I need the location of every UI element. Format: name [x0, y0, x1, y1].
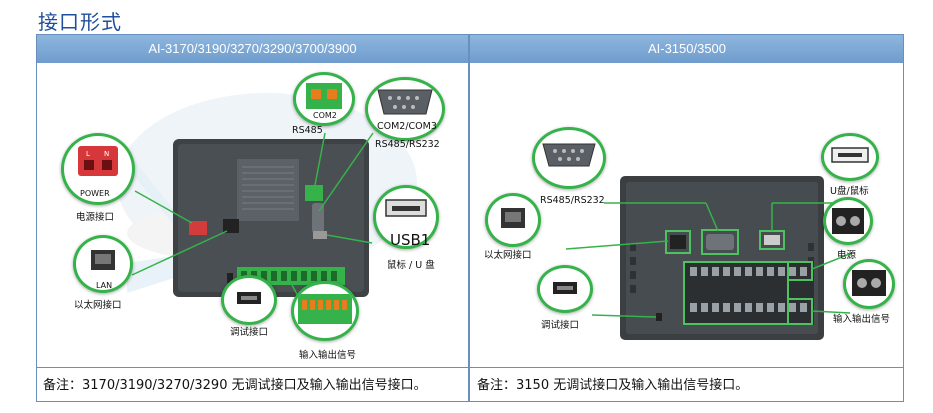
lan-small-label: LAN — [96, 281, 113, 290]
com2-bubble — [293, 72, 355, 126]
terminal-connector-icon — [306, 83, 342, 109]
db9-port-right — [706, 234, 734, 250]
power-bubble: L N — [61, 133, 135, 205]
io-signal-label-right: 输入输出信号 — [833, 314, 891, 325]
note-divider — [37, 367, 903, 368]
usb-port-icon — [385, 199, 427, 217]
debug-label-right: 调试接口 — [541, 320, 580, 331]
right-device-illustration — [565, 176, 853, 340]
usb-port — [313, 231, 327, 239]
page-title: 接口形式 — [38, 10, 122, 34]
lan-port-right — [670, 235, 686, 249]
usb-port-right — [764, 235, 780, 245]
rs-bubble-right — [532, 127, 606, 189]
db9-serial-icon — [377, 89, 433, 115]
column-divider — [468, 35, 470, 401]
power-label-right: 电源 — [837, 250, 857, 261]
io-signal-label: 输入输出信号 — [299, 350, 357, 361]
ethernet-interface-label: 以太网接口 — [74, 300, 122, 311]
interface-table: AI-3170/3190/3270/3290/3700/3900 AI-3150… — [36, 34, 904, 402]
usb-port-icon — [831, 147, 869, 163]
com2-com3-label: COM2/COM3 — [377, 121, 437, 132]
power-interface-label: 电源接口 — [76, 212, 115, 223]
debug-interface-label: 调试接口 — [230, 327, 269, 338]
rs485-rs232-label-right: RS485/RS232 — [540, 195, 605, 206]
power-port — [189, 221, 207, 235]
mouse-udisk-label: 鼠标 / U 盘 — [387, 260, 435, 271]
header-bar — [37, 35, 903, 63]
left-device-illustration — [117, 93, 417, 312]
ethernet-label-right: 以太网接口 — [484, 250, 532, 261]
lan-highlight — [665, 230, 691, 254]
debug-bubble — [221, 275, 277, 325]
mini-usb-icon — [237, 292, 261, 304]
power-bubble-right — [823, 197, 873, 245]
right-note: 备注：3150 无调试接口及输入输出信号接口。 — [477, 378, 749, 393]
svg-text:N: N — [104, 150, 109, 158]
rs485-label: RS485 — [292, 125, 323, 136]
left-note: 备注：3170/3190/3270/3290 无调试接口及输入输出信号接口。 — [43, 378, 427, 393]
io-bubble-right — [843, 259, 895, 309]
left-column-header: AI-3170/3190/3270/3290/3700/3900 — [148, 41, 357, 56]
mini-usb-icon — [553, 282, 577, 294]
screw-terminal-icon — [852, 270, 886, 296]
power-small-label: POWER — [80, 189, 110, 198]
screw-terminal-icon — [832, 208, 864, 234]
ethernet-port-icon — [91, 250, 115, 270]
io-signal-bubble — [291, 281, 359, 341]
right-column-header: AI-3150/3500 — [647, 41, 727, 56]
usb1-bubble — [373, 185, 439, 249]
lan-port — [223, 219, 239, 233]
rs485-rs232-label: RS485/RS232 — [375, 139, 440, 150]
udisk-mouse-label: U盘/鼠标 — [830, 186, 869, 197]
com2-port — [305, 185, 323, 201]
db9-highlight — [701, 229, 739, 255]
db9-serial-icon — [542, 143, 596, 167]
power-connector-icon: L N — [78, 146, 118, 176]
svg-text:L: L — [86, 150, 90, 158]
db9-port — [312, 203, 324, 233]
io-highlight — [683, 261, 789, 325]
com2-small-label: COM2 — [313, 111, 337, 120]
com2-com3-bubble — [365, 77, 445, 141]
lan-bubble-right — [485, 193, 541, 247]
debug-bubble-right — [537, 265, 593, 313]
debug-port — [227, 273, 233, 283]
ethernet-port-icon — [501, 208, 525, 228]
terminal-block-icon — [298, 294, 352, 324]
usb-bubble-right — [821, 133, 879, 181]
debug-port-right — [656, 313, 662, 321]
usb1-label: USB1 — [390, 231, 431, 249]
lan-bubble — [73, 235, 133, 293]
